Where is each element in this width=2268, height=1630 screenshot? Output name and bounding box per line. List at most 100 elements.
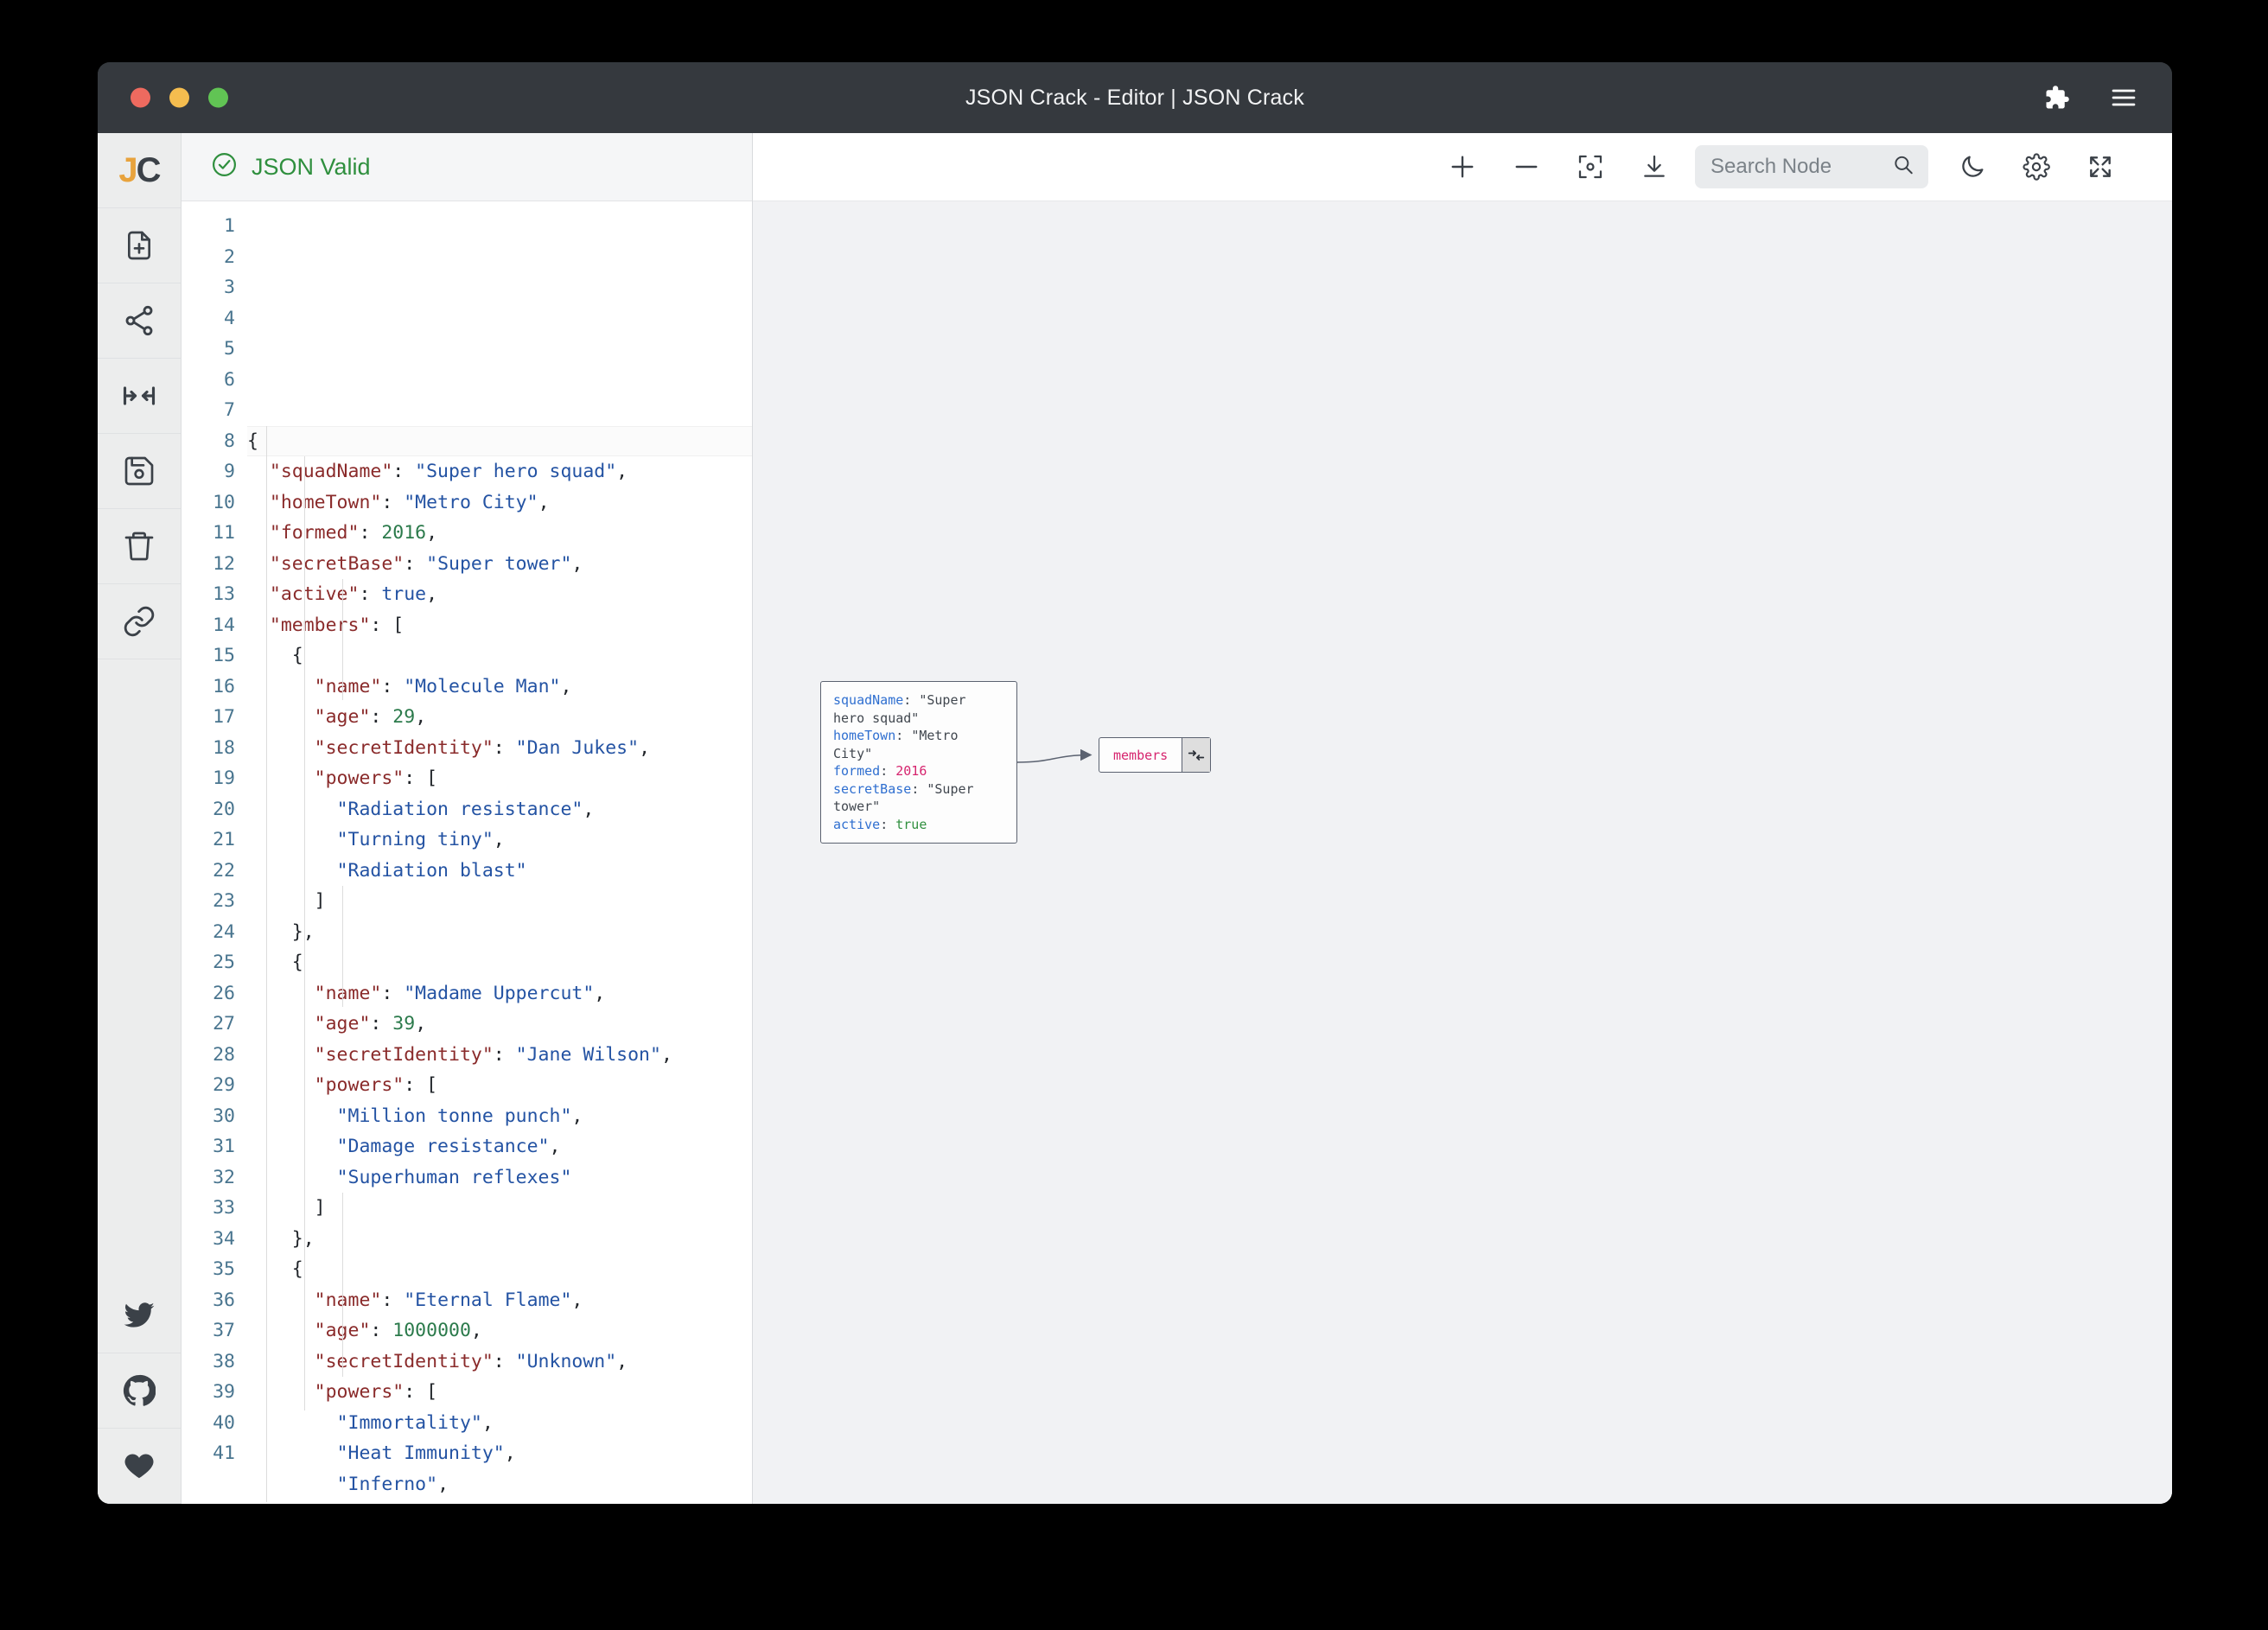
code-line[interactable]: "Superhuman reflexes" [247,1162,752,1194]
code-token: : [370,706,393,728]
twitter-link[interactable] [98,1278,181,1353]
node-row: active: true [833,816,1004,834]
center-view-button[interactable] [1558,133,1622,201]
code-line[interactable]: ] [247,1193,752,1224]
code-token: : [381,675,405,697]
code-line[interactable]: "powers": [ [247,1377,752,1408]
zoom-out-button[interactable] [1494,133,1558,201]
close-button[interactable] [131,87,150,108]
code-lines[interactable]: { "squadName": "Super hero squad", "home… [247,201,752,1504]
sponsor-link[interactable] [98,1429,181,1504]
graph-canvas[interactable]: squadName: "Super hero squad"homeTown: "… [753,201,2172,1504]
code-line[interactable]: "Million tonne punch", [247,1101,752,1132]
validation-bar: JSON Valid [182,133,752,201]
line-number: 28 [213,1043,235,1066]
code-token: ] [247,890,326,912]
code-line[interactable]: "powers": [ [247,763,752,794]
sidebar-item-collapse[interactable] [98,359,181,434]
code-token: }, [247,1227,315,1250]
code-line[interactable]: ] [247,886,752,917]
search-node-field[interactable] [1695,145,1928,188]
line-number: 1 [224,215,235,237]
code-token: : [370,1320,393,1341]
code-line[interactable]: "members": [ [247,610,752,641]
code-token: "secretIdentity" [314,736,494,759]
code-token: , [616,1350,628,1372]
code-line[interactable]: "Radiation resistance", [247,794,752,825]
graph-node-root[interactable]: squadName: "Super hero squad"homeTown: "… [820,681,1017,844]
code-line[interactable]: "secretBase": "Super tower", [247,549,752,580]
code-token: }, [247,920,315,943]
line-number: 25 [213,952,235,973]
sidebar-item-new-file[interactable] [98,208,181,283]
zoom-button[interactable] [208,87,228,108]
code-line[interactable]: "name": "Molecule Man", [247,672,752,703]
code-line[interactable]: "age": 29, [247,702,752,733]
node-key: homeTown [833,728,896,743]
code-token [247,1412,337,1434]
code-line[interactable]: "age": 39, [247,1009,752,1040]
collapse-node-button[interactable] [1182,738,1210,772]
sidebar-item-link[interactable] [98,584,181,659]
line-number: 27 [213,1013,235,1035]
minimize-button[interactable] [169,87,189,108]
menu-icon[interactable] [2110,84,2137,111]
code-line[interactable]: "age": 1000000, [247,1315,752,1347]
line-number: 30 [213,1105,235,1127]
code-line[interactable]: "secretIdentity": "Jane Wilson", [247,1040,752,1071]
code-token: : [ [404,767,438,789]
github-link[interactable] [98,1353,181,1429]
code-line[interactable]: "Damage resistance", [247,1131,752,1162]
zoom-in-button[interactable] [1430,133,1494,201]
code-line[interactable]: "powers": [ [247,1070,752,1101]
line-number: 36 [213,1289,235,1311]
code-line[interactable]: "Teleportation", [247,1499,752,1504]
code-line[interactable]: }, [247,917,752,948]
code-line[interactable]: "squadName": "Super hero squad", [247,456,752,487]
sidebar-item-share-graph[interactable] [98,283,181,359]
code-token: "Inferno" [336,1473,438,1495]
code-line[interactable]: { [247,1254,752,1285]
search-input[interactable] [1695,154,1885,180]
fullscreen-button[interactable] [2068,133,2132,201]
graph-edge [1016,748,1093,763]
graph-node-members[interactable]: members [1099,737,1211,773]
code-token: "secretIdentity" [314,1043,494,1066]
settings-gear-button[interactable] [2004,133,2068,201]
sidebar-item-delete[interactable] [98,509,181,584]
code-token: "active" [269,583,360,605]
code-line[interactable]: { [247,640,752,672]
code-token: : [381,982,405,1004]
code-line[interactable]: "name": "Madame Uppercut", [247,978,752,1009]
code-token: , [583,798,595,820]
sidebar-item-save[interactable] [98,434,181,509]
code-line[interactable]: "Heat Immunity", [247,1438,752,1469]
line-number: 29 [213,1074,235,1096]
code-line[interactable]: }, [247,1224,752,1255]
code-line[interactable]: "active": true, [247,579,752,610]
line-number: 19 [213,767,235,789]
code-line[interactable]: "Immortality", [247,1408,752,1439]
download-button[interactable] [1622,133,1686,201]
code-line[interactable]: "formed": 2016, [247,518,752,549]
indent-guide [342,1193,343,1377]
code-line[interactable]: "secretIdentity": "Unknown", [247,1347,752,1378]
code-line[interactable]: "name": "Eternal Flame", [247,1285,752,1316]
code-line[interactable]: "Turning tiny", [247,825,752,856]
code-line[interactable]: { [247,425,752,456]
code-line[interactable]: "Radiation blast" [247,856,752,887]
code-line[interactable]: "homeTown": "Metro City", [247,487,752,519]
extensions-icon[interactable] [2044,85,2070,111]
code-line[interactable]: "secretIdentity": "Dan Jukes", [247,733,752,764]
dark-mode-toggle[interactable] [1940,133,2004,201]
code-token: "name" [314,675,382,697]
code-line[interactable]: { [247,947,752,978]
node-key: squadName [833,692,904,708]
line-number: 12 [213,552,235,575]
code-line[interactable]: "Inferno", [247,1469,752,1500]
